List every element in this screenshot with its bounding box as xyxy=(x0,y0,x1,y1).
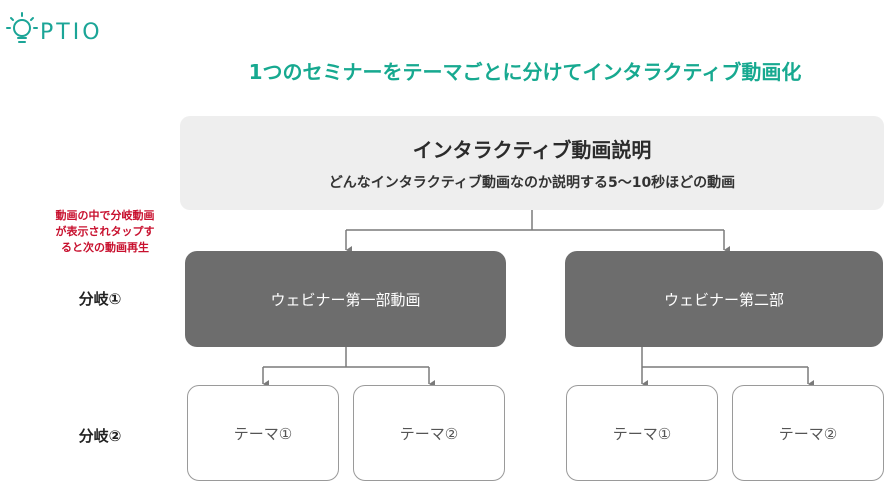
branch-label-2: 分岐② xyxy=(78,427,122,445)
theme-label: テーマ① xyxy=(612,424,672,443)
theme-box[interactable]: テーマ① xyxy=(566,385,718,481)
note-line: ると次の動画再生 xyxy=(61,241,149,254)
note-line: が表示されタップす xyxy=(55,225,155,238)
intro-video-box: インタラクティブ動画説明 どんなインタラクティブ動画なのか説明する5〜10秒ほど… xyxy=(180,116,884,210)
theme-box[interactable]: テーマ① xyxy=(187,385,339,481)
theme-label: テーマ② xyxy=(778,424,838,443)
note-line: 動画の中で分岐動画 xyxy=(55,209,155,222)
theme-label: テーマ② xyxy=(399,424,459,443)
optio-logo: PTIO xyxy=(6,8,126,52)
video-label: ウェビナー第一部動画 xyxy=(270,290,421,309)
page-title: 1つのセミナーをテーマごとに分けてインタラクティブ動画化 xyxy=(248,60,802,84)
theme-box[interactable]: テーマ② xyxy=(732,385,884,481)
theme-label: テーマ① xyxy=(233,424,293,443)
logo-text: PTIO xyxy=(40,20,103,45)
branch-label-1: 分岐① xyxy=(78,290,122,308)
video-label: ウェビナー第二部 xyxy=(663,290,784,309)
video-box-part1[interactable]: ウェビナー第一部動画 xyxy=(185,251,506,347)
branch-note: 動画の中で分岐動画 が表示されタップす ると次の動画再生 xyxy=(38,208,172,256)
lightbulb-icon xyxy=(6,12,38,43)
intro-video-subtitle: どんなインタラクティブ動画なのか説明する5〜10秒ほどの動画 xyxy=(328,175,736,191)
intro-video-title: インタラクティブ動画説明 xyxy=(412,138,652,162)
video-box-part2[interactable]: ウェビナー第二部 xyxy=(565,251,883,347)
theme-box[interactable]: テーマ② xyxy=(353,385,505,481)
